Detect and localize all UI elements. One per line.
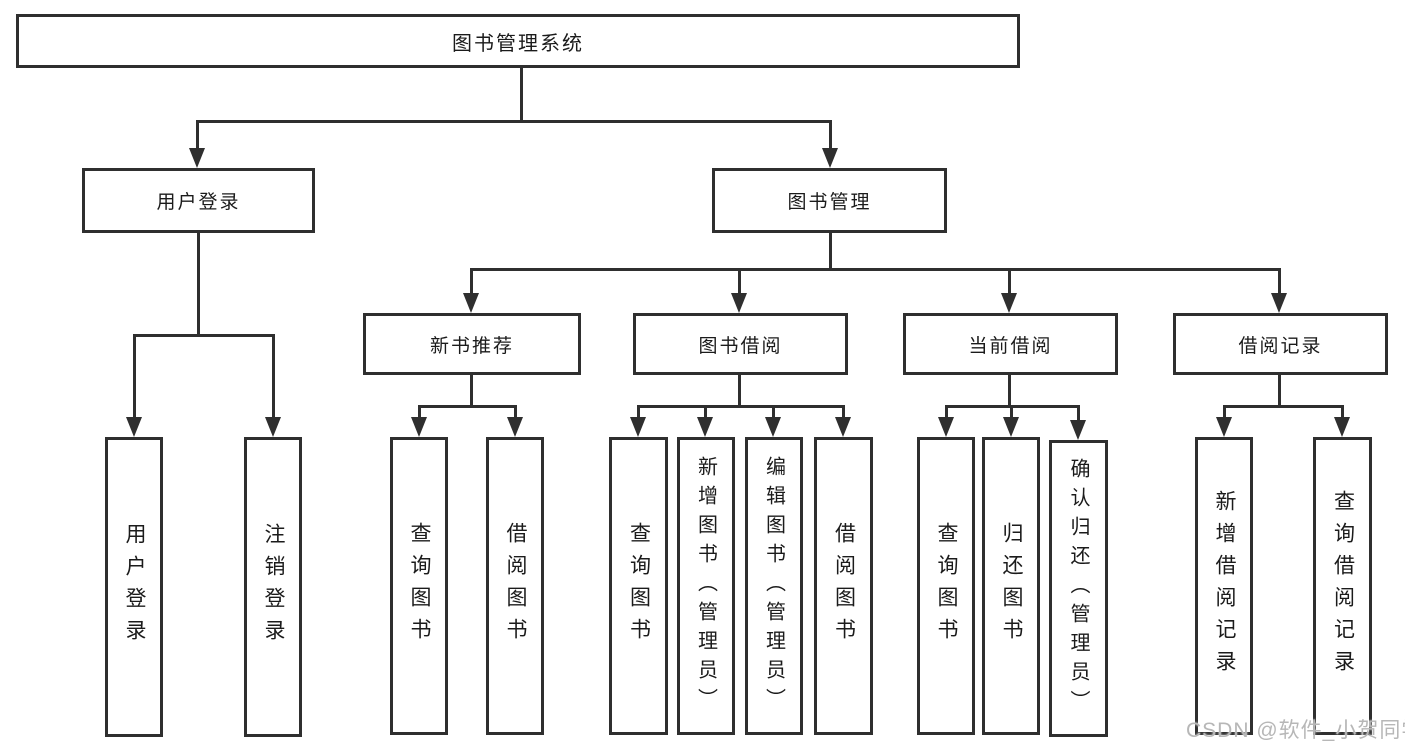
- connector-line: [738, 268, 741, 295]
- node-borrow-records-label: 借阅记录: [1238, 335, 1323, 357]
- connector-line: [738, 374, 741, 408]
- connector-line: [133, 334, 275, 337]
- csdn-watermark: CSDN @软件_小贺同学: [1186, 719, 1405, 742]
- connector-line: [1278, 374, 1281, 408]
- connector-line: [637, 405, 640, 419]
- arrow-down-icon: [1070, 420, 1086, 440]
- leaf-label: 新增借阅记录: [1213, 490, 1236, 682]
- arrow-down-icon: [822, 148, 838, 168]
- connector-line: [418, 405, 517, 408]
- node-current-borrow: 当前借阅: [903, 313, 1118, 375]
- leaf-label: 查询借阅记录: [1331, 490, 1355, 682]
- node-leaf-current-query: 查询图书: [917, 437, 975, 735]
- node-current-borrow-label: 当前借阅: [968, 335, 1053, 357]
- node-leaf-logout: 注销登录: [244, 437, 302, 737]
- node-book-borrow-label: 图书借阅: [698, 335, 783, 357]
- leaf-label: 用户登录: [123, 523, 146, 651]
- node-leaf-current-confirm-admin: 确认归还（管理员）: [1049, 440, 1108, 737]
- node-leaf-borrow-add-admin: 新增图书（管理员）: [677, 437, 735, 735]
- connector-line: [945, 405, 948, 419]
- node-user-login-label: 用户登录: [156, 192, 241, 213]
- arrow-down-icon: [507, 417, 523, 437]
- arrow-down-icon: [411, 417, 427, 437]
- arrow-down-icon: [265, 417, 281, 437]
- connector-line: [1223, 405, 1226, 419]
- connector-line: [133, 334, 136, 418]
- connector-line: [772, 405, 775, 419]
- arrow-down-icon: [835, 417, 851, 437]
- node-leaf-newbook-query: 查询图书: [390, 437, 448, 735]
- node-leaf-borrow-query: 查询图书: [609, 437, 668, 735]
- arrow-down-icon: [1216, 417, 1232, 437]
- node-root: 图书管理系统: [16, 14, 1020, 68]
- node-leaf-user-login: 用户登录: [105, 437, 163, 737]
- node-book-mgmt: 图书管理: [712, 168, 947, 233]
- leaf-label: 新增图书（管理员）: [694, 455, 717, 717]
- node-borrow-records: 借阅记录: [1173, 313, 1388, 375]
- arrow-down-icon: [189, 148, 205, 168]
- leaf-label: 借阅图书: [832, 522, 856, 650]
- node-leaf-borrow-borrow: 借阅图书: [814, 437, 873, 735]
- leaf-label: 编辑图书（管理员）: [762, 455, 785, 717]
- leaf-label: 查询图书: [935, 522, 958, 650]
- node-book-borrow: 图书借阅: [633, 313, 848, 375]
- node-leaf-current-return: 归还图书: [982, 437, 1040, 735]
- arrow-down-icon: [1334, 417, 1350, 437]
- leaf-label: 借阅图书: [504, 522, 527, 650]
- connector-line: [829, 232, 832, 270]
- connector-line: [1223, 405, 1344, 408]
- node-leaf-record-query: 查询借阅记录: [1313, 437, 1372, 735]
- arrow-down-icon: [697, 417, 713, 437]
- connector-line: [197, 232, 200, 337]
- connector-line: [637, 405, 845, 408]
- node-new-book-rec-label: 新书推荐: [429, 335, 514, 357]
- connector-line: [514, 405, 517, 419]
- node-leaf-newbook-borrow: 借阅图书: [486, 437, 544, 735]
- arrow-down-icon: [1271, 293, 1287, 313]
- node-leaf-record-add: 新增借阅记录: [1195, 437, 1253, 735]
- connector-line: [1010, 405, 1013, 419]
- connector-line: [272, 334, 275, 418]
- connector-line: [829, 120, 832, 150]
- connector-line: [520, 67, 523, 122]
- arrow-down-icon: [1001, 293, 1017, 313]
- connector-line: [470, 268, 1281, 271]
- node-root-label: 图书管理系统: [452, 32, 584, 55]
- connector-line: [470, 374, 473, 408]
- leaf-label: 归还图书: [1000, 522, 1023, 650]
- connector-line: [1341, 405, 1344, 419]
- connector-line: [842, 405, 845, 419]
- connector-line: [418, 405, 421, 419]
- node-leaf-borrow-edit-admin: 编辑图书（管理员）: [745, 437, 803, 735]
- leaf-label: 确认归还（管理员）: [1067, 458, 1089, 719]
- arrow-down-icon: [126, 417, 142, 437]
- arrow-down-icon: [765, 417, 781, 437]
- arrow-down-icon: [731, 293, 747, 313]
- connector-line: [1008, 374, 1011, 408]
- arrow-down-icon: [938, 417, 954, 437]
- connector-line: [1077, 405, 1080, 421]
- node-book-mgmt-label: 图书管理: [787, 192, 872, 213]
- leaf-label: 注销登录: [262, 523, 285, 651]
- leaf-label: 查询图书: [408, 522, 431, 650]
- connector-line: [196, 120, 199, 150]
- node-user-login: 用户登录: [82, 168, 315, 233]
- connector-line: [196, 120, 832, 123]
- connector-line: [704, 405, 707, 419]
- connector-line: [1008, 268, 1011, 295]
- leaf-label: 查询图书: [627, 522, 651, 650]
- arrow-down-icon: [630, 417, 646, 437]
- connector-line: [1278, 268, 1281, 295]
- connector-line: [470, 268, 473, 295]
- arrow-down-icon: [1003, 417, 1019, 437]
- node-new-book-rec: 新书推荐: [363, 313, 581, 375]
- arrow-down-icon: [463, 293, 479, 313]
